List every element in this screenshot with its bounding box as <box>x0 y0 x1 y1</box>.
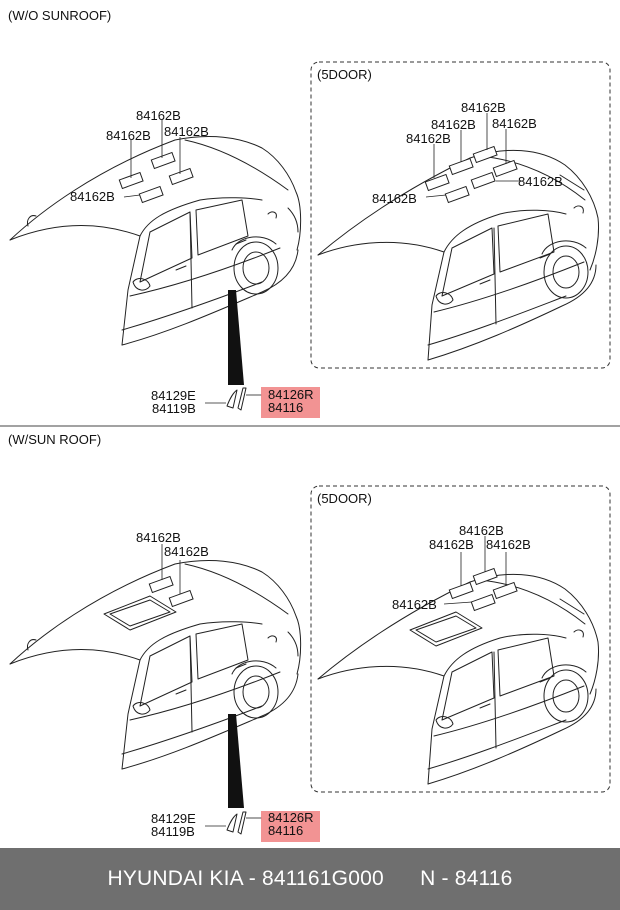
label-84162B: 84162B <box>136 108 181 123</box>
label-84162B: 84162B <box>136 530 181 545</box>
parts-diagram: (W/O SUNROOF) (5DOOR) 84162B 84162B 8416… <box>0 8 620 842</box>
highlight-84116 <box>261 811 320 842</box>
label-84162B: 84162B <box>492 116 537 131</box>
label-84162B: 84162B <box>461 100 506 115</box>
label-84162B: 84162B <box>406 131 451 146</box>
label-84119B: 84119B <box>152 401 196 416</box>
label-84126R: 84126R <box>268 810 314 825</box>
label-84129E: 84129E <box>151 388 196 403</box>
label-84162B: 84162B <box>431 117 476 132</box>
label-84129E: 84129E <box>151 811 196 826</box>
label-84162B: 84162B <box>392 597 437 612</box>
label-84162B: 84162B <box>486 537 531 552</box>
label-84162B: 84162B <box>164 124 209 139</box>
bracket-part <box>226 813 238 833</box>
roof-pad <box>138 185 164 204</box>
label-84162B: 84162B <box>106 128 151 143</box>
label-84116: 84116 <box>268 823 303 838</box>
label-84119B: 84119B <box>151 824 195 839</box>
5door-box-bottom <box>310 485 611 793</box>
callout-pointer <box>228 714 244 808</box>
label-84162B: 84162B <box>429 537 474 552</box>
section-title-without-sunroof: (W/O SUNROOF) <box>8 8 111 23</box>
callout-pointer <box>228 290 244 385</box>
label-84162B: 84162B <box>164 544 209 559</box>
label-84162B: 84162B <box>459 523 504 538</box>
footer-part-number: HYUNDAI KIA - 841161G000 <box>107 867 384 890</box>
roof-pad <box>492 159 518 178</box>
roof-pad <box>472 145 498 164</box>
roof-pad <box>150 151 176 170</box>
footer-reference: N - 84116 <box>420 867 513 890</box>
roof-pad <box>118 171 144 190</box>
section-title-with-sunroof: (W/SUN ROOF) <box>8 432 101 447</box>
footer-gap <box>384 867 420 891</box>
hatchback-car-bottom <box>317 573 600 785</box>
roof-pad <box>148 575 174 594</box>
label-84162B: 84162B <box>70 189 115 204</box>
roof-pad <box>424 173 450 192</box>
5door-label-top: (5DOOR) <box>317 67 372 82</box>
roof-pad <box>444 185 470 204</box>
footer-bar: HYUNDAI KIA - 841161G000 N - 84116 <box>0 848 620 910</box>
trim-pad-part <box>237 387 247 411</box>
label-84162B: 84162B <box>372 191 417 206</box>
roof-pad <box>470 171 496 190</box>
highlight-84116 <box>261 387 320 418</box>
trim-pad-part <box>237 811 247 835</box>
bracket-part <box>226 389 238 409</box>
roof-pad <box>168 589 194 608</box>
roof-pad <box>168 167 194 186</box>
roof-pad <box>448 581 474 600</box>
roof-pad <box>472 567 498 586</box>
sunroof-sedan <box>103 595 177 631</box>
5door-label-bottom: (5DOOR) <box>317 491 372 506</box>
sunroof-hatchback <box>409 611 483 647</box>
label-84116: 84116 <box>268 400 303 415</box>
label-84162B: 84162B <box>518 174 563 189</box>
roof-pad <box>470 593 496 612</box>
label-84126R: 84126R <box>268 387 314 402</box>
5door-box-top <box>310 61 611 369</box>
roof-pad <box>492 581 518 600</box>
roof-pad <box>448 157 474 176</box>
